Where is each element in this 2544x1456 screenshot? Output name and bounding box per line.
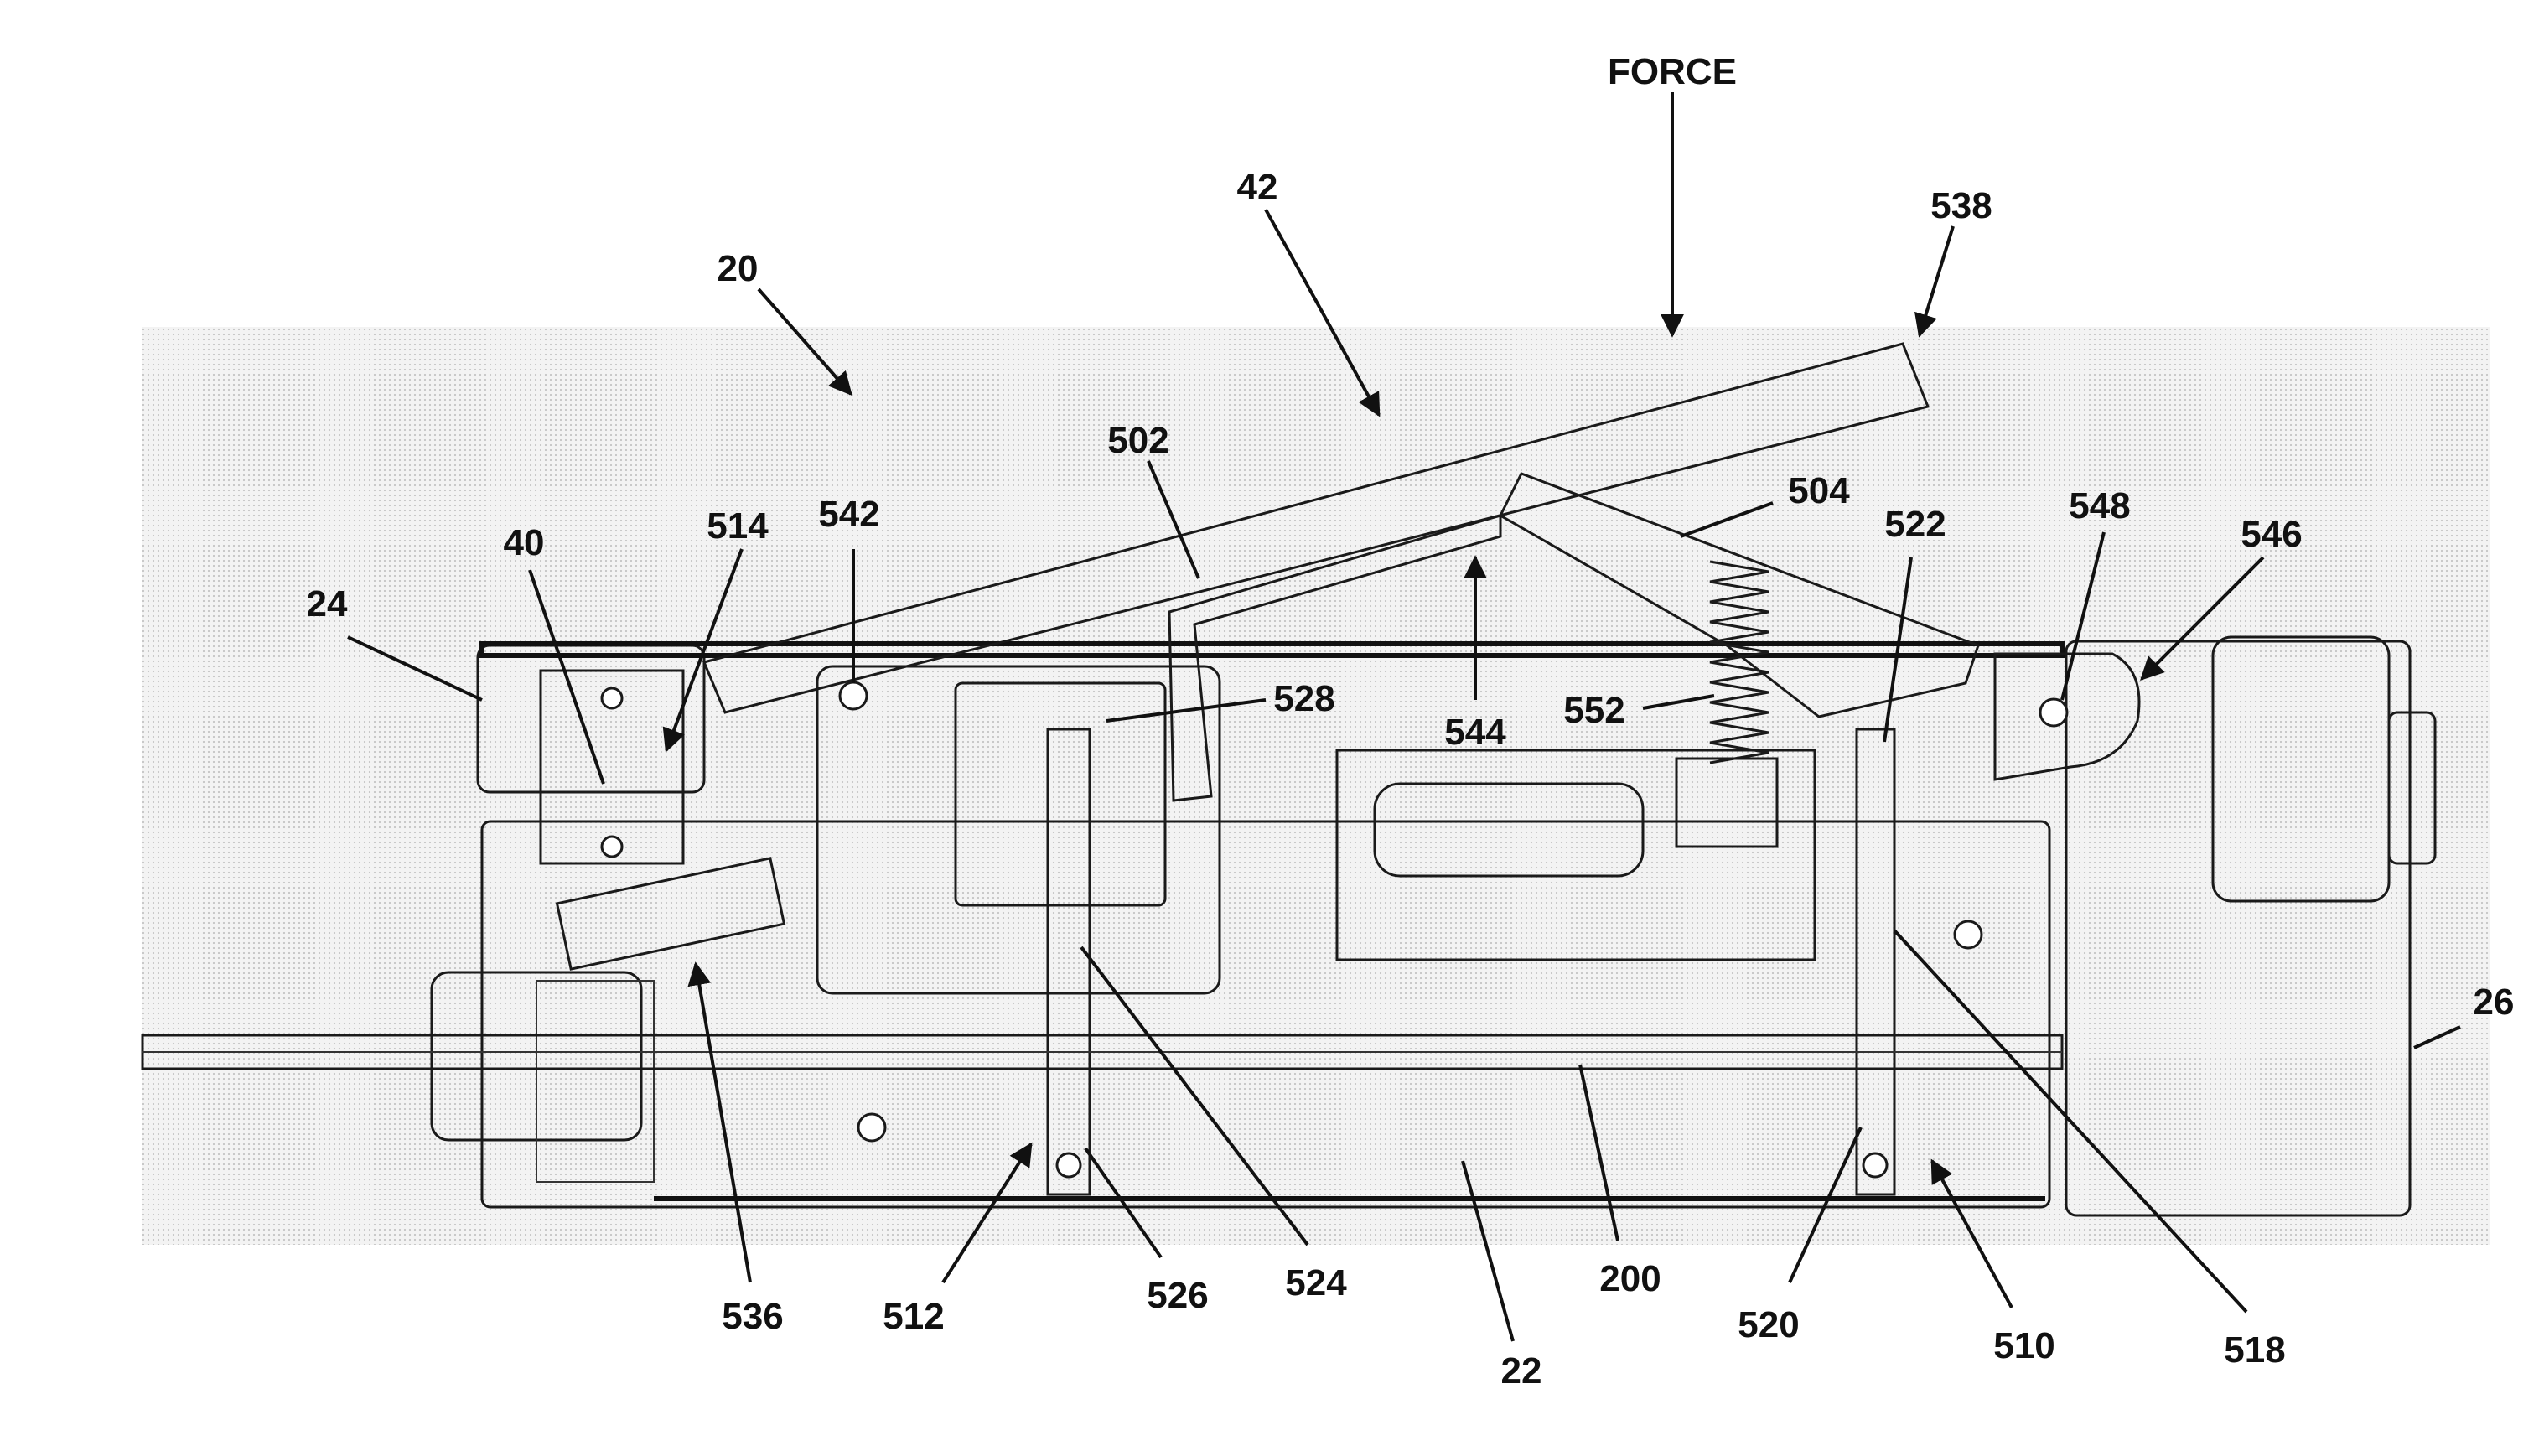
guide-510-pin (1863, 1153, 1887, 1177)
label-548: 548 (2069, 485, 2130, 526)
stipple-background (142, 327, 2490, 1245)
label-40: 40 (504, 522, 545, 563)
label-544: 544 (1444, 712, 1506, 753)
label-538: 538 (1930, 185, 1992, 226)
label-force: FORCE (1608, 51, 1737, 92)
label-20: 20 (718, 248, 759, 289)
label-552: 552 (1563, 690, 1624, 731)
label-42: 42 (1237, 167, 1278, 208)
jaw-pin-upper (602, 688, 622, 708)
label-546: 546 (2241, 514, 2302, 555)
label-22: 22 (1501, 1350, 1542, 1391)
label-526: 526 (1147, 1275, 1208, 1316)
label-524: 524 (1285, 1262, 1347, 1303)
pivot-548 (2040, 699, 2067, 726)
label-512: 512 (883, 1296, 944, 1337)
label-528: 528 (1273, 678, 1334, 719)
pivot-542 (840, 682, 867, 709)
label-536: 536 (722, 1296, 783, 1337)
leader-538 (1920, 226, 1953, 335)
label-518: 518 (2224, 1329, 2285, 1371)
label-24: 24 (307, 583, 348, 624)
body-hole-right (1955, 921, 1982, 948)
label-522: 522 (1884, 504, 1946, 545)
label-502: 502 (1107, 420, 1168, 461)
label-26: 26 (2474, 982, 2515, 1023)
body-hole-left (858, 1114, 885, 1141)
label-504: 504 (1788, 470, 1850, 511)
jaw-pin-lower (602, 837, 622, 857)
label-542: 542 (818, 494, 879, 535)
label-520: 520 (1738, 1304, 1799, 1345)
guide-512-pin (1057, 1153, 1080, 1177)
label-510: 510 (1993, 1325, 2054, 1366)
label-200: 200 (1599, 1258, 1661, 1299)
label-514: 514 (707, 505, 769, 547)
